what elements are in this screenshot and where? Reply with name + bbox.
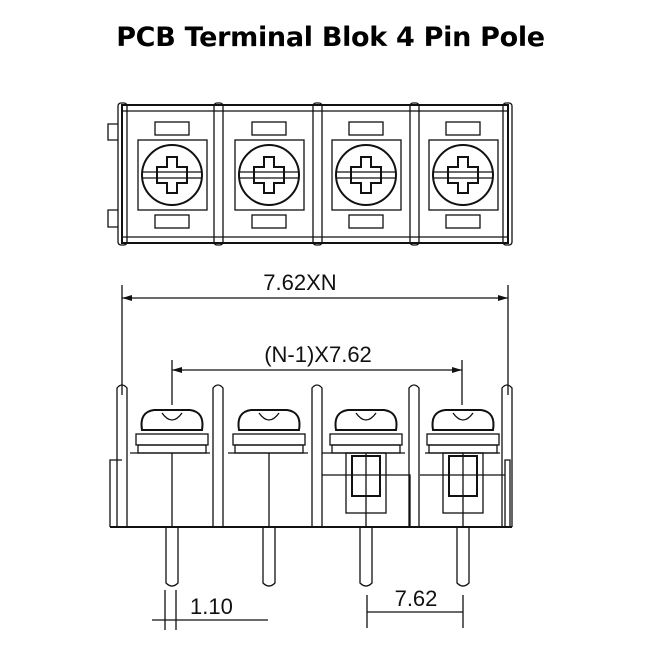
- pin: [262, 527, 276, 587]
- pin: [359, 527, 373, 587]
- screw-terminal: [331, 121, 402, 229]
- screw-terminal: [428, 121, 499, 229]
- pin: [165, 527, 179, 587]
- pin-diameter-dimension: 1.10: [152, 590, 268, 630]
- screw-terminal: [234, 121, 305, 229]
- phillips-cross-icon: [156, 156, 188, 194]
- divider-wall: [213, 102, 224, 246]
- divider-wall: [312, 102, 323, 246]
- pin-span-dimension: (N-1)X7.62: [171, 342, 463, 405]
- overall-width-label: 7.62XN: [263, 270, 336, 295]
- pin-pitch-label: 7.62: [395, 586, 438, 611]
- side-divider-wall: [212, 384, 224, 527]
- side-screw-and-pin: [135, 409, 209, 587]
- pin-span-label: (N-1)X7.62: [264, 342, 372, 367]
- pin: [456, 527, 470, 587]
- side-divider-wall: [408, 384, 420, 527]
- screw-terminal: [137, 121, 208, 229]
- screw-head-icon: [335, 144, 397, 206]
- pin-diameter-label: 1.10: [190, 594, 233, 619]
- side-divider-wall: [116, 384, 128, 527]
- divider-wall: [502, 102, 513, 246]
- side-view: [109, 384, 513, 587]
- top-view: [107, 102, 513, 246]
- phillips-cross-icon: [253, 156, 285, 194]
- side-screw-and-pin: [232, 409, 306, 587]
- divider-wall: [117, 102, 128, 246]
- divider-wall: [409, 102, 420, 246]
- side-screw-and-pin: [329, 409, 403, 587]
- page-title: PCB Terminal Blok 4 Pin Pole: [116, 22, 545, 53]
- screw-head-icon: [238, 144, 300, 206]
- screw-head-icon: [432, 144, 494, 206]
- overall-width-dimension: 7.62XN: [121, 270, 509, 395]
- side-divider-wall: [501, 384, 513, 527]
- screw-head-icon: [141, 144, 203, 206]
- side-divider-wall: [311, 384, 323, 527]
- side-screw-and-pin: [426, 409, 500, 587]
- phillips-cross-icon: [447, 156, 479, 194]
- phillips-cross-icon: [350, 156, 382, 194]
- pin-pitch-dimension: 7.62: [366, 586, 464, 628]
